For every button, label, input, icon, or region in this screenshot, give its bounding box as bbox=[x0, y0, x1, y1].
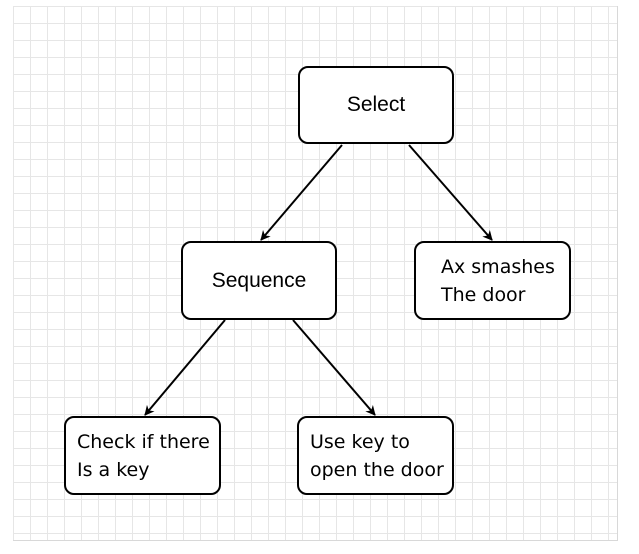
node-sequence-label: Sequence bbox=[211, 268, 307, 292]
node-select-label: Select bbox=[346, 93, 406, 116]
edge-sequence-to-use-key bbox=[292, 319, 376, 416]
node-use-key[interactable]: Use key to open the door bbox=[297, 416, 454, 495]
node-sequence[interactable]: Sequence bbox=[181, 241, 337, 320]
edge-sequence-to-check-key bbox=[144, 319, 226, 416]
node-ax-smashes-line1: Ax smashes bbox=[441, 256, 555, 278]
node-use-key-line1: Use key to bbox=[310, 431, 410, 453]
node-check-key-line2: Is a key bbox=[77, 459, 150, 481]
edge-select-to-sequence bbox=[260, 144, 343, 241]
node-check-key-line1: Check if there bbox=[77, 431, 210, 453]
node-use-key-line2: open the door bbox=[310, 459, 444, 481]
node-ax-smashes[interactable]: Ax smashes The door bbox=[414, 241, 571, 320]
node-ax-smashes-line2: The door bbox=[441, 284, 526, 306]
edge-select-to-ax-smashes bbox=[408, 144, 493, 241]
node-select[interactable]: Select bbox=[298, 66, 454, 144]
node-check-key[interactable]: Check if there Is a key bbox=[64, 416, 221, 495]
